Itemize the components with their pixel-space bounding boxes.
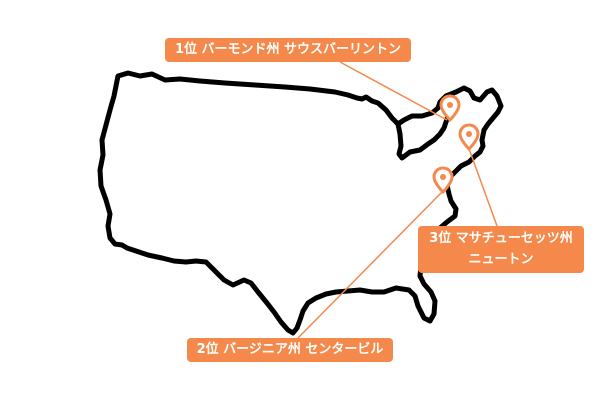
leader-line-1 <box>339 61 448 121</box>
leader-line-2 <box>297 191 443 339</box>
great-lakes-outline <box>395 109 451 161</box>
map-pin-icon <box>432 166 454 195</box>
rank-2-label: 2位 バージニア州 センタービル <box>196 342 384 357</box>
rank-1-callout: 1位 バーモンド州 サウスバーリントン <box>165 38 411 62</box>
rank-3-label-line2: ニュートン <box>468 251 534 267</box>
rank-3-callout: 3位 マサチューセッツ州 ニュートン <box>418 226 584 273</box>
map-pin-icon <box>458 123 480 152</box>
rank-3-label-line1: 3位 マサチューセッツ州 <box>429 231 573 246</box>
rank-1-label: 1位 バーモンド州 サウスバーリントン <box>174 42 402 57</box>
map-pin-icon <box>439 94 461 123</box>
rank-2-callout: 2位 バージニア州 センタービル <box>187 338 393 362</box>
leader-line-3 <box>467 145 498 227</box>
us-outline <box>97 70 504 336</box>
